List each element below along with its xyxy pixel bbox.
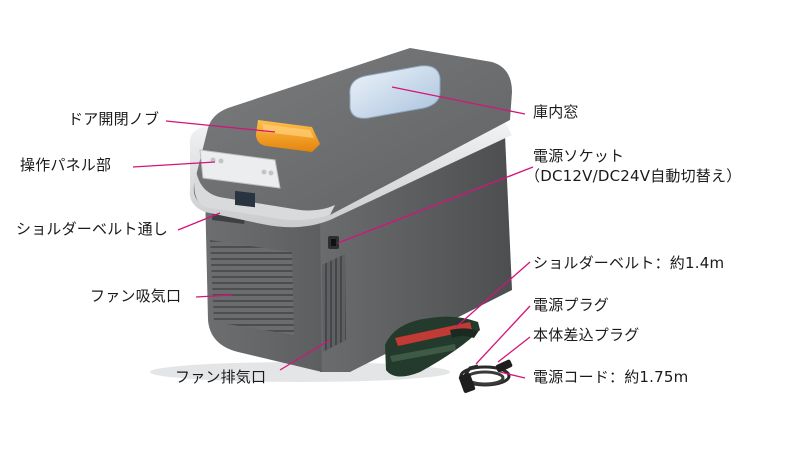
leader-shoulder-belt [455,261,531,328]
label-power-socket-line2: （DC12V/DC24V自動切替え） [525,167,742,185]
leader-power-socket [337,166,534,244]
leader-control-panel [132,161,216,168]
label-power-socket-line1: 電源ソケット [533,147,625,165]
leader-door-handle [165,120,276,133]
label-power-cord: 電源コード：約1.75m [533,368,689,386]
label-body-plug: 本体差込プラグ [533,326,640,344]
label-control-panel: 操作パネル部 [20,156,112,174]
label-shoulder-belt-loop: ショルダーベルト通し [16,220,169,238]
leader-belt-loop [177,212,221,231]
fan-exhaust-grille [322,254,346,352]
label-fan-intake: ファン吸気口 [90,287,182,305]
label-door-handle: ドア開閉ノブ [68,110,160,128]
interior-window [349,65,441,119]
leader-power-cord [499,371,526,379]
leader-fan-intake [195,294,233,298]
leader-power-plug [475,305,531,365]
power-cord [458,359,513,393]
label-shoulder-belt: ショルダーベルト：約1.4m [533,254,725,272]
label-power-plug: 電源プラグ [533,296,610,314]
shoulder-belt [385,316,480,377]
control-display [235,190,255,208]
leader-interior-window [391,86,526,115]
label-interior-window: 庫内窓 [533,103,579,121]
leader-fan-exhaust [279,339,331,371]
shadow [150,362,450,382]
leader-body-plug [497,336,531,363]
fan-intake-grille [210,240,294,335]
label-fan-exhaust: ファン排気口 [175,368,267,386]
